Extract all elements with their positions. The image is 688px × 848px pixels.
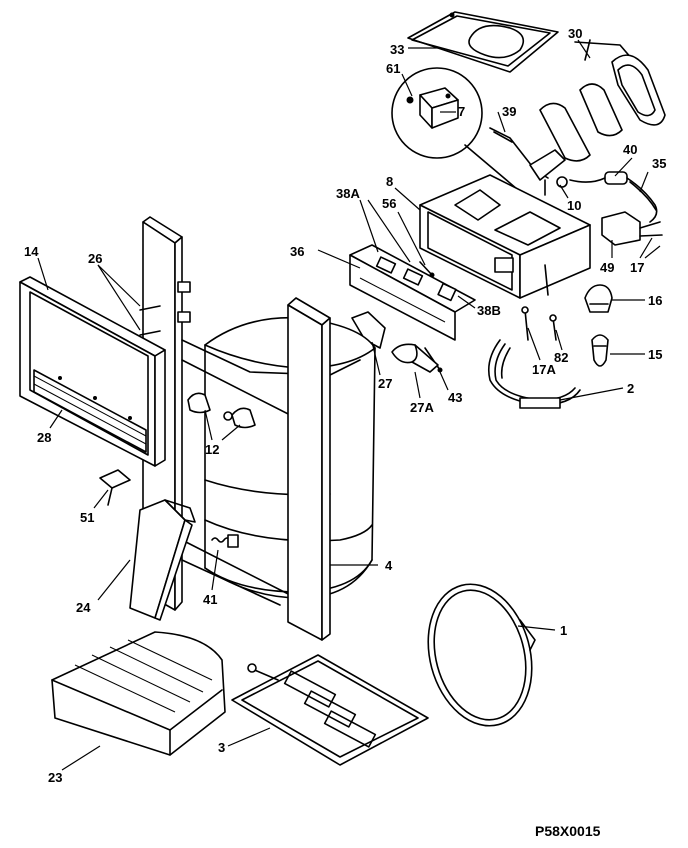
- label-43: 43: [448, 390, 462, 405]
- right-vertical-post: [287, 297, 331, 641]
- diagram-code: P58X0015: [535, 823, 601, 839]
- part-16-socket: [584, 284, 613, 313]
- label-61: 61: [386, 61, 400, 76]
- part-14-panel-frame: [19, 276, 166, 467]
- part-2-wire-harness: [487, 339, 581, 409]
- label-1: 1: [560, 623, 567, 638]
- label-24: 24: [76, 600, 91, 615]
- label-39: 39: [502, 104, 516, 119]
- label-30: 30: [568, 26, 582, 41]
- label-33: 33: [390, 42, 404, 57]
- part-40-35-harness: [569, 171, 663, 246]
- label-28: 28: [37, 430, 51, 445]
- label-4: 4: [385, 558, 393, 573]
- part-7-switch-detail-circle: [391, 67, 531, 201]
- part-26-screws: [139, 305, 161, 336]
- label-27: 27: [378, 376, 392, 391]
- part-82-screw: [549, 314, 557, 341]
- label-2: 2: [627, 381, 634, 396]
- label-38a: 38A: [336, 186, 360, 201]
- label-82: 82: [554, 350, 568, 365]
- label-16: 16: [648, 293, 662, 308]
- label-7: 7: [458, 104, 465, 119]
- part-56-screw: [419, 261, 435, 278]
- part-8-dispenser-housing: [419, 174, 591, 299]
- label-40: 40: [623, 142, 637, 157]
- label-23: 23: [48, 770, 62, 785]
- part-3-grille: [231, 654, 429, 766]
- label-27a: 27A: [410, 400, 434, 415]
- part-17a-screw: [521, 306, 529, 341]
- part-15-bulb: [591, 334, 609, 367]
- part-23-drip-tray: [51, 631, 226, 756]
- label-51: 51: [80, 510, 94, 525]
- part-33-cover-plate: [407, 11, 559, 73]
- part-36-front-panel: [349, 244, 476, 341]
- label-14: 14: [24, 244, 39, 259]
- label-49: 49: [600, 260, 614, 275]
- label-15: 15: [648, 347, 662, 362]
- part-1-gasket: [427, 583, 536, 727]
- part-51-clip: [99, 469, 131, 506]
- label-3: 3: [218, 740, 225, 755]
- label-17a: 17A: [532, 362, 556, 377]
- label-38b: 38B: [477, 303, 501, 318]
- part-24-chute: [129, 499, 196, 621]
- label-8: 8: [386, 174, 393, 189]
- label-41: 41: [203, 592, 217, 607]
- label-12: 12: [205, 442, 219, 457]
- label-10: 10: [567, 198, 581, 213]
- part-labels: 33 30 61 7 39 40 35 8 10 38A 56 36 38B 4…: [24, 26, 666, 839]
- label-17: 17: [630, 260, 644, 275]
- label-26: 26: [88, 251, 102, 266]
- back-frame-panel: [181, 339, 361, 606]
- leader-lines: [37, 39, 661, 771]
- part-41-spring: [211, 534, 239, 548]
- label-36: 36: [290, 244, 304, 259]
- label-35: 35: [652, 156, 666, 171]
- part-27a-lever: [391, 343, 439, 373]
- part-30-door-flap: [539, 39, 666, 162]
- part-12-clips: [187, 392, 256, 429]
- label-56: 56: [382, 196, 396, 211]
- part-10-bracket: [529, 149, 568, 196]
